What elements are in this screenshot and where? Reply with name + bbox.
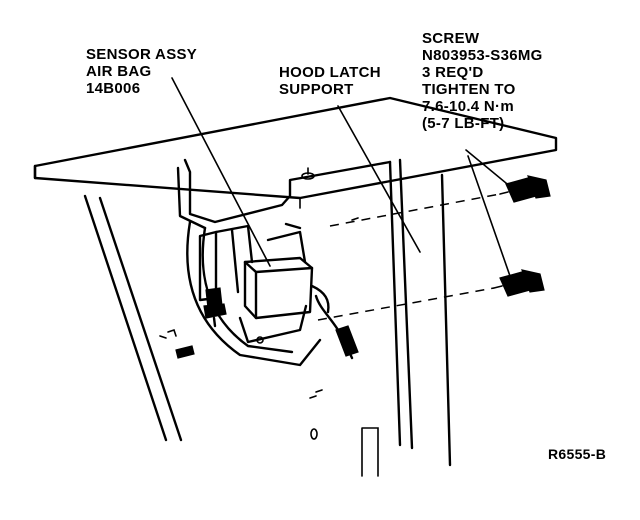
support-vertical-face: [361, 158, 452, 477]
air-bag-sensor: [198, 222, 314, 344]
screw-callout-line-1: SCREW: [422, 30, 480, 47]
screw-callout-line-2: N803953-S36MG: [422, 47, 543, 64]
installed-screw-icon: [203, 287, 227, 328]
sensor-connector: [310, 284, 359, 360]
face-holes: [159, 167, 359, 440]
screw-callout: SCREW N803953-S36MG 3 REQ'D TIGHTEN TO 7…: [422, 30, 543, 132]
screw-callout-line-4: TIGHTEN TO: [422, 81, 516, 98]
screw-lower-icon: [493, 269, 545, 297]
hood-callout-line-2: SUPPORT: [279, 81, 354, 98]
screw-callout-line-3: 3 REQ'D: [422, 64, 484, 81]
sensor-assy-callout: SENSOR ASSY AIR BAG 14B006: [86, 46, 197, 97]
support-step-flange: [176, 158, 392, 230]
alignment-lines: [317, 193, 501, 321]
hood-callout-line-1: HOOD LATCH: [279, 64, 381, 81]
screw-callout-line-5: 7.6-10.4 N·m: [422, 98, 514, 115]
figure-id-label: R6555-B: [548, 446, 607, 462]
screw-callout-line-6: (5-7 LB-FT): [422, 115, 505, 132]
hood-latch-support-callout: HOOD LATCH SUPPORT: [279, 64, 381, 98]
sensor-callout-line-3: 14B006: [86, 80, 141, 97]
sensor-callout-line-2: AIR BAG: [86, 63, 152, 80]
support-top-panel: [33, 96, 558, 209]
sensor-callout-line-1: SENSOR ASSY: [86, 46, 198, 63]
leader-lines: [171, 77, 513, 277]
push-clip-icon: [167, 328, 195, 359]
screw-upper-icon: [499, 175, 551, 203]
support-left-leg: [83, 194, 183, 442]
